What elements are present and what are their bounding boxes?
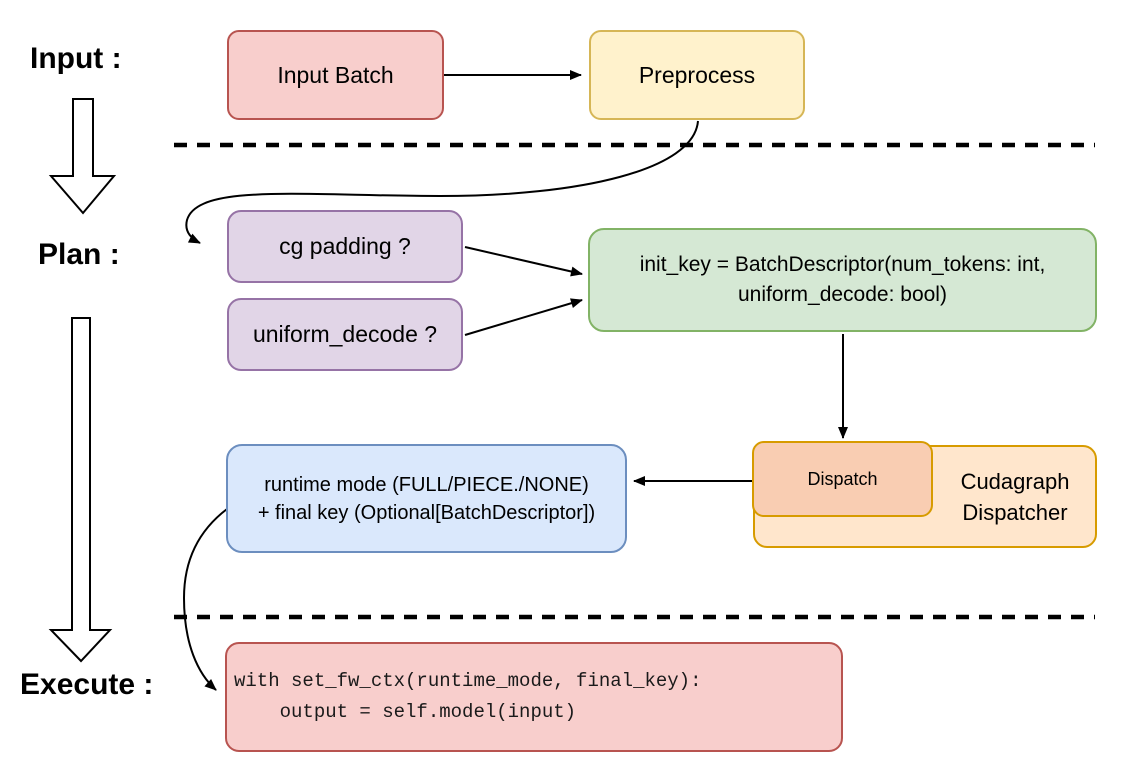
cudagraph-dispatcher-label: Cudagraph Dispatcher: [960, 468, 1070, 525]
stage-label-execute: Execute :: [20, 668, 154, 701]
stage-label-input: Input :: [30, 42, 122, 75]
node-dispatch: Dispatch: [752, 441, 933, 517]
arrow-runtimemode-to-executecode: [182, 508, 228, 691]
big-arrow-input-to-plan: [48, 98, 117, 215]
arrow-preprocess-to-cgpadding: [185, 120, 699, 244]
node-cg-padding: cg padding ?: [227, 210, 463, 283]
arrow-uniformdecode-to-initkey: [464, 298, 583, 336]
node-preprocess: Preprocess: [589, 30, 805, 120]
big-arrow-plan-to-execute: [48, 317, 113, 663]
stage-label-plan: Plan :: [38, 238, 120, 271]
arrow-cgpadding-to-initkey: [464, 246, 583, 277]
node-init-key: init_key = BatchDescriptor(num_tokens: i…: [588, 228, 1097, 332]
node-input-batch: Input Batch: [227, 30, 444, 120]
node-execute-code: with set_fw_ctx(runtime_mode, final_key)…: [225, 642, 843, 752]
node-uniform-decode: uniform_decode ?: [227, 298, 463, 371]
node-runtime-mode-final-key: runtime mode (FULL/PIECE./NONE) + final …: [226, 444, 627, 553]
